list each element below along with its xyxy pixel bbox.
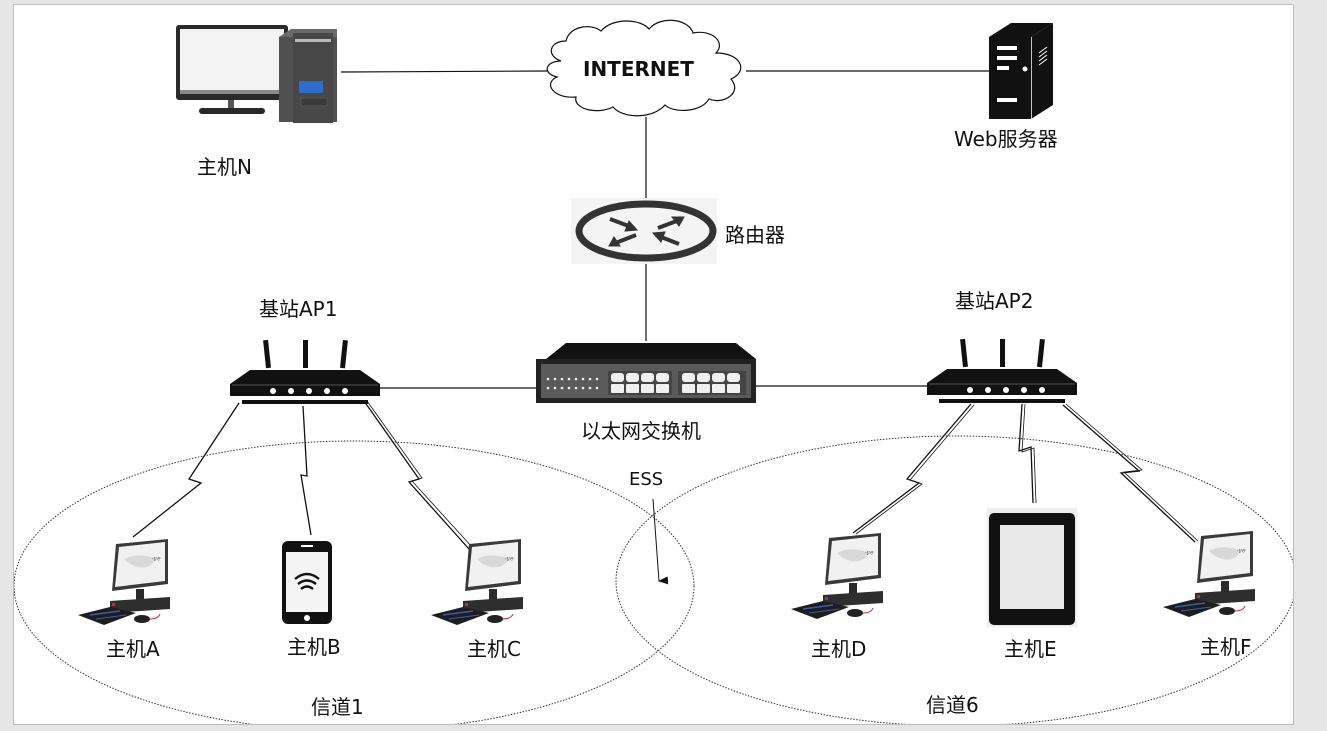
ethernet-switch-icon (536, 343, 756, 403)
host-d-desktop-icon (790, 532, 884, 620)
wireless-link-ap2-host-f (1062, 404, 1196, 543)
network-diagram: ThinkCentre (14, 19, 1293, 724)
web-server-icon (989, 23, 1053, 119)
ap2-label: 基站AP2 (955, 289, 1034, 313)
host-a-desktop-icon (77, 538, 171, 626)
ap1-wireless-router-icon (229, 339, 381, 405)
host-c-label: 主机C (467, 637, 521, 661)
internet-label: INTERNET (583, 57, 694, 81)
switch-label: 以太网交换机 (581, 419, 701, 443)
channel6-label: 信道6 (926, 693, 979, 717)
link-host-n-internet (340, 70, 548, 73)
bss-channel1-ellipse (14, 440, 695, 724)
host-n-label: 主机N (197, 155, 252, 179)
wireless-link-ap2-host-d (852, 403, 972, 534)
host-f-desktop-icon (1162, 530, 1256, 618)
wireless-link-ap1-host-b (300, 405, 312, 536)
ess-label: ESS (629, 469, 664, 490)
router-icon (571, 198, 717, 264)
ap1-label: 基站AP1 (259, 297, 338, 321)
bss-channel6-ellipse (615, 435, 1293, 724)
ess-arrow (652, 498, 669, 585)
wireless-link-ap2-host-e (1018, 403, 1034, 504)
host-c-desktop-icon (430, 538, 524, 626)
diagram-canvas: ThinkCentre (13, 4, 1294, 725)
host-f-label: 主机F (1200, 635, 1252, 659)
host-e-tablet-icon (987, 508, 1077, 627)
internet-cloud-icon (546, 19, 742, 117)
host-e-label: 主机E (1004, 637, 1057, 661)
host-n-desktop-icon (176, 25, 337, 123)
host-b-label: 主机B (287, 635, 341, 659)
channel1-label: 信道1 (311, 695, 364, 719)
host-d-label: 主机D (811, 637, 867, 661)
host-b-smartphone-icon (282, 541, 332, 624)
host-a-label: 主机A (106, 637, 160, 661)
router-label: 路由器 (725, 223, 785, 247)
wireless-link-ap1-host-a (132, 402, 240, 538)
ap2-wireless-router-icon (926, 338, 1078, 404)
web-server-label: Web服务器 (954, 127, 1058, 151)
